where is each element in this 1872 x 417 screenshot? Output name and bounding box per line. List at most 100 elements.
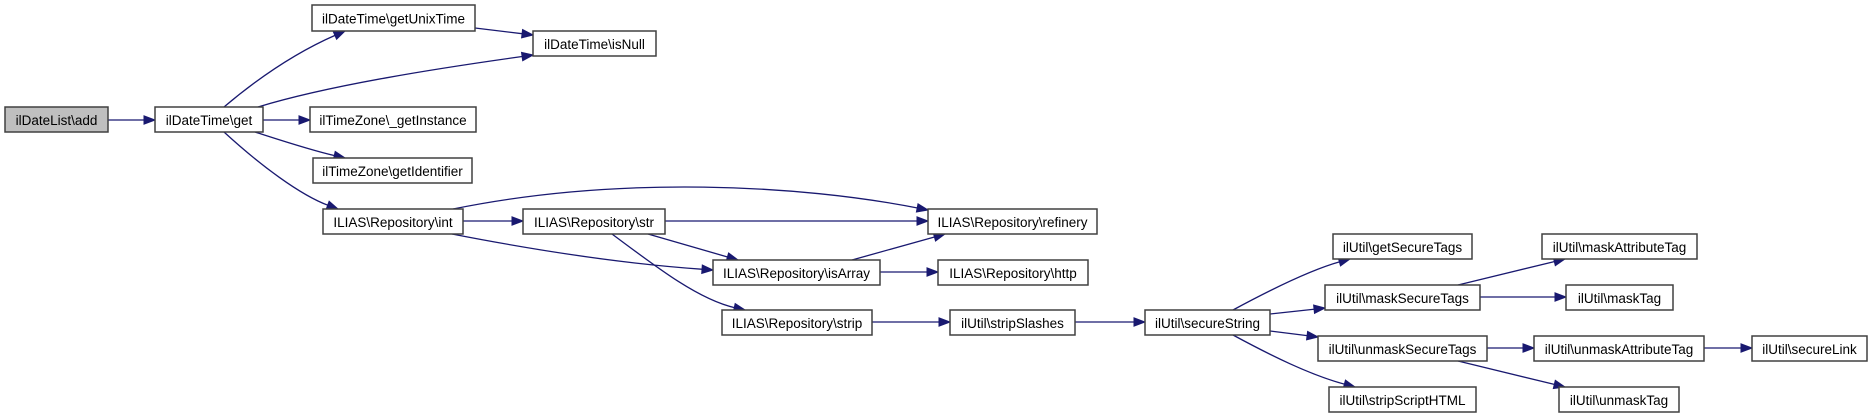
edge-strip-to-stripSlashes bbox=[872, 317, 952, 327]
edge-line bbox=[851, 236, 936, 261]
edge-add-to-get bbox=[108, 115, 157, 125]
node-box[interactable] bbox=[322, 208, 464, 235]
node-stripScriptHTML[interactable]: ilUtil\stripScriptHTML bbox=[1328, 386, 1477, 413]
node-label: ilUtil\secureLink bbox=[1762, 342, 1857, 357]
node-getInstance[interactable]: ilTimeZone\_getInstance bbox=[309, 106, 477, 133]
node-getIdentifier[interactable]: ilTimeZone\getIdentifier bbox=[312, 157, 473, 184]
node-label: ilUtil\maskAttributeTag bbox=[1553, 240, 1687, 255]
arrowhead-icon bbox=[1740, 343, 1754, 353]
node-box[interactable] bbox=[1317, 335, 1488, 362]
node-label: ilUtil\unmaskAttributeTag bbox=[1545, 342, 1694, 357]
edge-line bbox=[254, 131, 336, 157]
node-label: ilUtil\stripScriptHTML bbox=[1339, 393, 1466, 408]
node-stripSlashes[interactable]: ilUtil\stripSlashes bbox=[949, 309, 1076, 336]
node-label: ilUtil\maskTag bbox=[1578, 291, 1661, 306]
edge-get-to-getIdentifier bbox=[254, 131, 347, 161]
node-box[interactable] bbox=[949, 309, 1076, 336]
node-maskAttributeTag[interactable]: ilUtil\maskAttributeTag bbox=[1541, 233, 1698, 260]
edge-maskSecureTags-to-maskTag bbox=[1480, 292, 1568, 302]
node-box[interactable] bbox=[1324, 284, 1481, 311]
node-box[interactable] bbox=[4, 106, 109, 133]
node-secureString[interactable]: ilUtil\secureString bbox=[1144, 309, 1271, 336]
node-box[interactable] bbox=[312, 157, 473, 184]
node-unmaskTag[interactable]: ilUtil\unmaskTag bbox=[1558, 386, 1680, 413]
node-maskSecureTags[interactable]: ilUtil\maskSecureTags bbox=[1324, 284, 1481, 311]
node-box[interactable] bbox=[1328, 386, 1477, 413]
node-unmaskSecureTags[interactable]: ilUtil\unmaskSecureTags bbox=[1317, 335, 1488, 362]
node-maskTag[interactable]: ilUtil\maskTag bbox=[1565, 284, 1674, 311]
edge-int-to-refinery bbox=[452, 186, 930, 213]
node-label: ILIAS\Repository\isArray bbox=[723, 266, 870, 281]
edge-get-to-getInstance bbox=[263, 115, 312, 125]
arrowhead-icon bbox=[916, 216, 930, 226]
node-box[interactable] bbox=[712, 259, 881, 286]
node-isArray[interactable]: ILIAS\Repository\isArray bbox=[712, 259, 881, 286]
node-label: ILIAS\Repository\str bbox=[534, 215, 655, 230]
node-box[interactable] bbox=[1533, 335, 1705, 362]
node-box[interactable] bbox=[1558, 386, 1680, 413]
edge-line bbox=[223, 34, 337, 108]
node-box[interactable] bbox=[154, 106, 264, 133]
edge-unmaskAttributeTag-to-secureLink bbox=[1704, 343, 1754, 353]
edge-getUnixTime-to-isNull bbox=[474, 27, 535, 39]
node-label: ilTimeZone\_getInstance bbox=[319, 113, 466, 128]
node-label: ilDateTime\get bbox=[166, 113, 253, 128]
node-label: ilDateTime\getUnixTime bbox=[322, 12, 465, 27]
edge-line bbox=[474, 27, 524, 35]
arrowhead-icon bbox=[1313, 304, 1327, 315]
node-box[interactable] bbox=[1144, 309, 1271, 336]
node-int[interactable]: ILIAS\Repository\int bbox=[322, 208, 464, 235]
node-box[interactable] bbox=[1565, 284, 1674, 311]
node-getSecureTags[interactable]: ilUtil\getSecureTags bbox=[1332, 233, 1473, 260]
edge-line bbox=[611, 233, 736, 309]
node-add[interactable]: ilDateList\add bbox=[4, 106, 109, 133]
node-label: ilUtil\unmaskTag bbox=[1570, 393, 1668, 408]
edge-secureString-to-unmaskSecureTags bbox=[1269, 330, 1320, 341]
edge-line bbox=[451, 233, 704, 270]
arrowhead-icon bbox=[1133, 317, 1147, 327]
edge-line bbox=[1232, 261, 1341, 311]
node-getUnixTime[interactable]: ilDateTime\getUnixTime bbox=[311, 4, 476, 32]
node-isNull[interactable]: ilDateTime\isNull bbox=[532, 30, 657, 57]
node-box[interactable] bbox=[1751, 335, 1868, 362]
node-secureLink[interactable]: ilUtil\secureLink bbox=[1751, 335, 1868, 362]
node-label: ILIAS\Repository\strip bbox=[732, 316, 863, 331]
edge-line bbox=[1232, 334, 1346, 386]
node-box[interactable] bbox=[927, 208, 1098, 235]
arrowhead-icon bbox=[1522, 343, 1536, 353]
node-box[interactable] bbox=[1332, 233, 1473, 260]
edge-line bbox=[257, 55, 524, 108]
node-get[interactable]: ilDateTime\get bbox=[154, 106, 264, 133]
arrowhead-icon bbox=[1554, 292, 1568, 302]
node-box[interactable] bbox=[311, 4, 476, 32]
node-unmaskAttributeTag[interactable]: ilUtil\unmaskAttributeTag bbox=[1533, 335, 1705, 362]
arrowhead-icon bbox=[915, 202, 930, 213]
node-label: ilUtil\getSecureTags bbox=[1343, 240, 1463, 255]
node-refinery[interactable]: ILIAS\Repository\refinery bbox=[927, 208, 1098, 235]
edge-line bbox=[223, 131, 329, 207]
node-box[interactable] bbox=[522, 208, 666, 235]
arrowhead-icon bbox=[520, 51, 535, 62]
edge-line bbox=[1269, 330, 1309, 337]
node-label: ilTimeZone\getIdentifier bbox=[322, 164, 463, 179]
arrowhead-icon bbox=[325, 200, 340, 210]
node-http[interactable]: ILIAS\Repository\http bbox=[937, 259, 1089, 286]
node-box[interactable] bbox=[721, 309, 873, 336]
node-label: ilUtil\unmaskSecureTags bbox=[1329, 342, 1477, 357]
node-label: ILIAS\Repository\int bbox=[333, 215, 453, 230]
edge-stripSlashes-to-secureString bbox=[1075, 317, 1147, 327]
node-label: ilUtil\stripSlashes bbox=[961, 316, 1064, 331]
node-label: ilUtil\secureString bbox=[1155, 316, 1260, 331]
node-strip[interactable]: ILIAS\Repository\strip bbox=[721, 309, 873, 336]
node-box[interactable] bbox=[937, 259, 1089, 286]
edge-line bbox=[452, 186, 919, 210]
node-str[interactable]: ILIAS\Repository\str bbox=[522, 208, 666, 235]
node-box[interactable] bbox=[309, 106, 477, 133]
nodes-layer: ilDateList\add ilDateTime\get ilDateTime\g… bbox=[4, 4, 1868, 413]
edge-int-to-str bbox=[463, 216, 525, 226]
node-label: ilDateList\add bbox=[16, 113, 98, 128]
arrowhead-icon bbox=[332, 30, 347, 41]
node-box[interactable] bbox=[1541, 233, 1698, 260]
node-box[interactable] bbox=[532, 30, 657, 57]
